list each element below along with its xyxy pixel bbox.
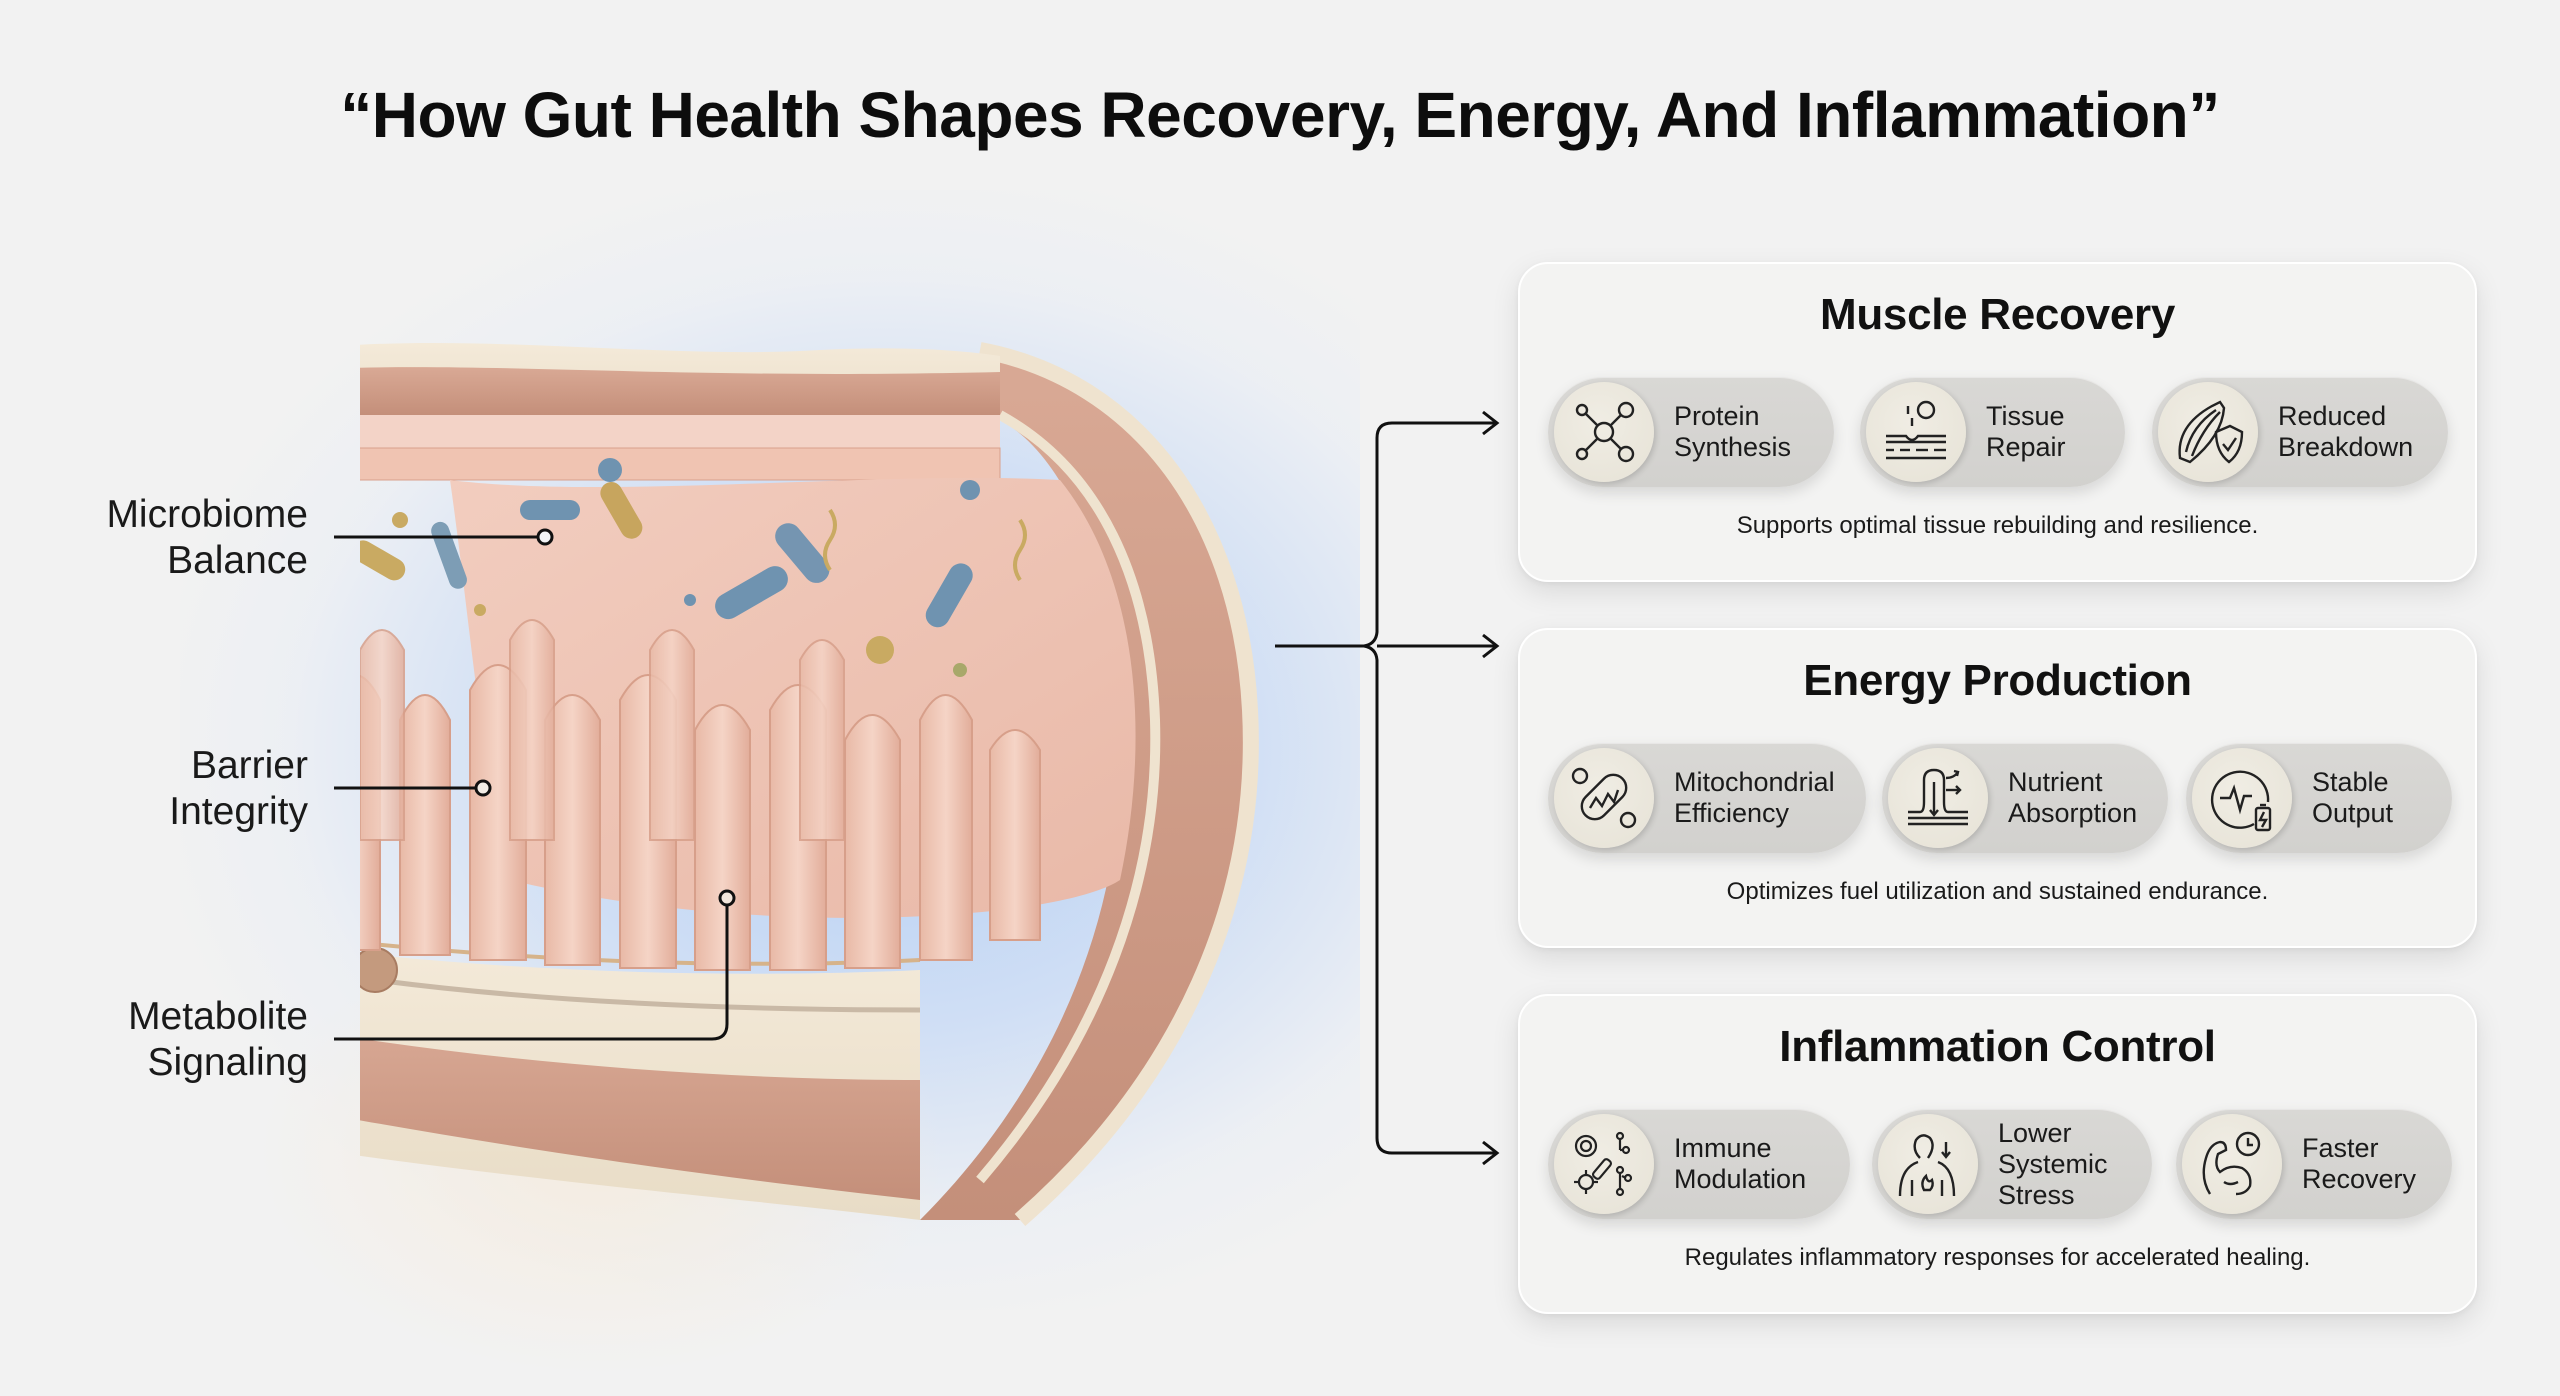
flexed-arm-clock-icon (2182, 1114, 2282, 1214)
pill-immune-modulation: Immune Modulation (1548, 1109, 1850, 1219)
pill-lower-systemic-stress: Lower Systemic Stress (1872, 1109, 2152, 1219)
gut-wall-illustration (360, 342, 1259, 1227)
body-stress-icon (1878, 1114, 1978, 1214)
card-title: Inflammation Control (1779, 1022, 2216, 1071)
pill-mitochondrial-efficiency: Mitochondrial Efficiency (1548, 743, 1866, 853)
molecule-icon (1554, 382, 1654, 482)
muscle-shield-icon (2158, 382, 2258, 482)
pill-tissue-repair: Tissue Repair (1860, 377, 2125, 487)
arrow-to-inflammation-control-icon (1482, 1140, 1500, 1166)
card-description: Regulates inflammatory responses for acc… (1684, 1244, 2311, 1271)
card-inflammation-control: Inflammation Control Immune Modulation L… (1518, 994, 2477, 1314)
mitochondria-icon (1554, 748, 1654, 848)
label-microbiome-balance: Microbiome Balance (106, 493, 308, 582)
pill-nutrient-absorption: Nutrient Absorption (1882, 743, 2168, 853)
pill-reduced-breakdown: Reduced Breakdown (2152, 377, 2448, 487)
immune-cells-icon (1554, 1114, 1654, 1214)
card-title: Muscle Recovery (1819, 290, 2176, 339)
card-description: Supports optimal tissue rebuilding and r… (1736, 512, 2259, 539)
card-muscle-recovery: Muscle Recovery Protein Synthesis Tissue… (1518, 262, 2477, 582)
page-title: “How Gut Health Shapes Recovery, Energy,… (340, 79, 2220, 151)
arrow-to-energy-production-icon (1482, 633, 1500, 659)
tissue-repair-icon (1866, 382, 1966, 482)
villus-absorption-icon (1888, 748, 1988, 848)
card-title: Energy Production (1803, 656, 2192, 705)
arrow-to-muscle-recovery-icon (1482, 410, 1500, 436)
pill-protein-synthesis: Protein Synthesis (1548, 377, 1834, 487)
label-barrier-integrity: Barrier Integrity (169, 744, 308, 833)
pill-stable-output: Stable Output (2186, 743, 2452, 853)
card-description: Optimizes fuel utilization and sustained… (1726, 878, 2269, 905)
gauge-battery-icon (2192, 748, 2292, 848)
label-metabolite-signaling: Metabolite Signaling (128, 995, 308, 1084)
card-energy-production: Energy Production Mitochondrial Efficien… (1518, 628, 2477, 948)
pill-faster-recovery: Faster Recovery (2176, 1109, 2452, 1219)
